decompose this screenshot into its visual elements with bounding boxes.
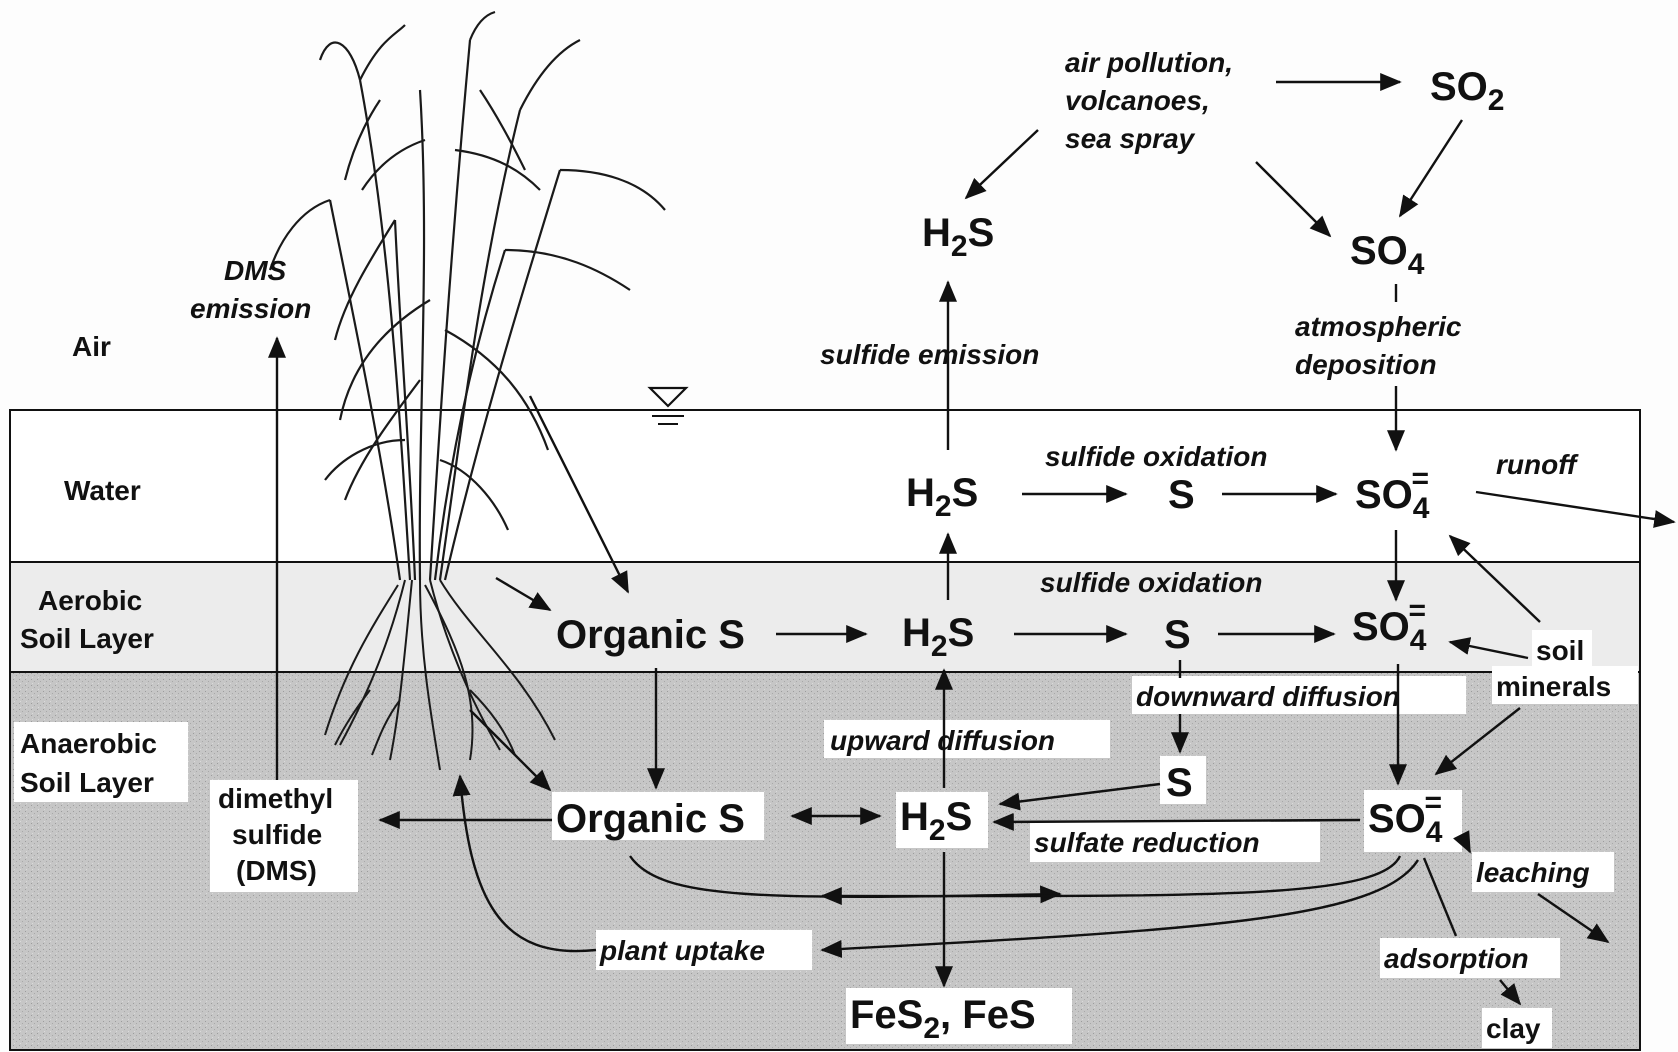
label-plant-uptake: plant uptake xyxy=(599,935,765,966)
label-soil-minerals-1: soil xyxy=(1536,635,1584,666)
layer-label-water: Water xyxy=(64,475,141,506)
label-atmospheric-1: atmospheric xyxy=(1295,311,1462,342)
label-sulfide-oxidation-water: sulfide oxidation xyxy=(1045,441,1267,472)
arrow-so2-to-so4 xyxy=(1400,120,1462,216)
label-runoff: runoff xyxy=(1496,449,1579,480)
arrow-sources-to-h2s xyxy=(966,130,1038,198)
label-dms-emission-2: emission xyxy=(190,293,311,324)
label-sulfide-oxidation-soil: sulfide oxidation xyxy=(1040,567,1262,598)
species-s-anaerobic: S xyxy=(1166,761,1193,805)
species-h2s-atmosphere: H2S xyxy=(922,211,994,263)
label-dms-line2: sulfide xyxy=(232,819,322,850)
source-label-line1: air pollution, xyxy=(1065,47,1233,78)
label-leaching: leaching xyxy=(1476,857,1590,888)
arrow-sources-to-so4 xyxy=(1256,162,1330,236)
species-organic-s-aerobic: Organic S xyxy=(556,613,745,657)
source-label-line2: volcanoes, xyxy=(1065,85,1210,116)
label-soil-minerals-2: minerals xyxy=(1496,671,1611,702)
layer-label-aerobic-2: Soil Layer xyxy=(20,623,154,654)
label-clay: clay xyxy=(1486,1013,1541,1044)
label-sulfate-reduction: sulfate reduction xyxy=(1034,827,1260,858)
species-organic-s-anaerobic: Organic S xyxy=(556,797,745,841)
species-s-aerobic: S xyxy=(1164,613,1191,657)
layer-label-air: Air xyxy=(72,331,111,362)
layer-label-aerobic-1: Aerobic xyxy=(38,585,142,616)
label-dms-emission-1: DMS xyxy=(224,255,287,286)
source-label-line3: sea spray xyxy=(1065,123,1196,154)
layer-label-anaerobic-2: Soil Layer xyxy=(20,767,154,798)
label-dms-line3: (DMS) xyxy=(236,855,317,886)
label-dms-line1: dimethyl xyxy=(218,783,333,814)
label-downward-diffusion: downward diffusion xyxy=(1136,681,1400,712)
label-adsorption: adsorption xyxy=(1384,943,1529,974)
label-upward-diffusion: upward diffusion xyxy=(830,725,1055,756)
label-sulfide-emission: sulfide emission xyxy=(820,339,1039,370)
layer-label-anaerobic-1: Anaerobic xyxy=(20,728,157,759)
species-so4-atmosphere: SO4 xyxy=(1350,229,1425,281)
species-so2-atmosphere: SO2 xyxy=(1430,65,1504,117)
species-s-water: S xyxy=(1168,473,1195,517)
label-atmospheric-2: deposition xyxy=(1295,349,1437,380)
